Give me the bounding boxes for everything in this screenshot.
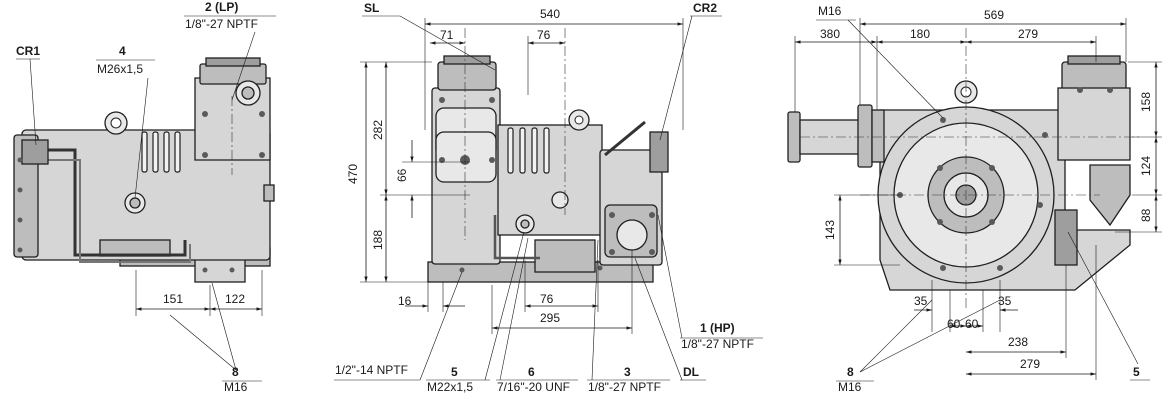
- right-view: M16 569 380 180 279 158 124 88 143: [787, 4, 1162, 394]
- dim-180: 180: [910, 27, 930, 41]
- dim-60-right: 60: [965, 317, 979, 331]
- dim-540: 540: [540, 7, 560, 21]
- label-5-number: 5: [451, 365, 458, 379]
- dim-122: 122: [225, 292, 245, 306]
- label-5-right-number: 5: [1133, 365, 1140, 379]
- right-compressor-drawing: [787, 28, 1140, 310]
- label-2-thread: 1/8"-27 NPTF: [185, 17, 258, 31]
- dim-143: 143: [823, 220, 837, 240]
- label-cr2: CR2: [693, 1, 717, 15]
- label-dl: DL: [683, 365, 699, 379]
- dim-124: 124: [1139, 156, 1153, 176]
- dim-569: 569: [984, 8, 1004, 22]
- dim-71: 71: [440, 28, 454, 42]
- label-1-hp: 1 (HP): [700, 321, 735, 335]
- label-3-thread: 1/8"-27 NPTF: [588, 380, 661, 394]
- dim-188: 188: [371, 230, 385, 250]
- label-6-thread: 7/16"-20 UNF: [497, 380, 570, 394]
- dim-151: 151: [163, 292, 183, 306]
- dim-158: 158: [1139, 92, 1153, 112]
- dim-16: 16: [398, 294, 412, 308]
- label-8-right-thread: M16: [838, 380, 862, 394]
- dim-238: 238: [1008, 335, 1028, 349]
- label-4-number: 4: [119, 44, 126, 58]
- label-6-number: 6: [528, 365, 535, 379]
- label-1-thread: 1/8"-27 NPTF: [681, 337, 754, 351]
- label-8-thread: M16: [224, 380, 248, 394]
- dim-66: 66: [395, 168, 409, 182]
- dim-279-top: 279: [1018, 27, 1038, 41]
- dim-470: 470: [346, 164, 360, 184]
- dim-282: 282: [371, 120, 385, 140]
- dim-76-top: 76: [537, 28, 551, 42]
- label-npt-half-inch: 1/2"-14 NPTF: [335, 363, 408, 377]
- label-8-number: 8: [232, 365, 239, 379]
- middle-compressor-drawing: [427, 28, 669, 283]
- dim-279-bottom: 279: [1020, 357, 1040, 371]
- label-2-lp: 2 (LP): [205, 0, 238, 14]
- dim-380: 380: [820, 27, 840, 41]
- label-5-thread: M22x1,5: [427, 380, 473, 394]
- left-compressor-drawing: [13, 57, 275, 283]
- dim-35-left: 35: [914, 294, 928, 308]
- dim-35-right: 35: [998, 294, 1012, 308]
- label-cr1: CR1: [16, 44, 40, 58]
- label-4-thread: M26x1,5: [97, 62, 143, 76]
- label-m16-top: M16: [818, 4, 842, 18]
- middle-view: 540 71 76 SL CR2 470 282 188 66: [334, 1, 763, 394]
- label-3-number: 3: [624, 365, 631, 379]
- dim-295: 295: [540, 311, 560, 325]
- label-sl: SL: [364, 1, 379, 15]
- left-view: CR1 4 M26x1,5 2 (LP) 1/8"-27 NPTF 151 12…: [13, 0, 276, 394]
- dim-88: 88: [1139, 208, 1153, 222]
- dim-76-bottom: 76: [540, 292, 554, 306]
- label-8-right-number: 8: [847, 365, 854, 379]
